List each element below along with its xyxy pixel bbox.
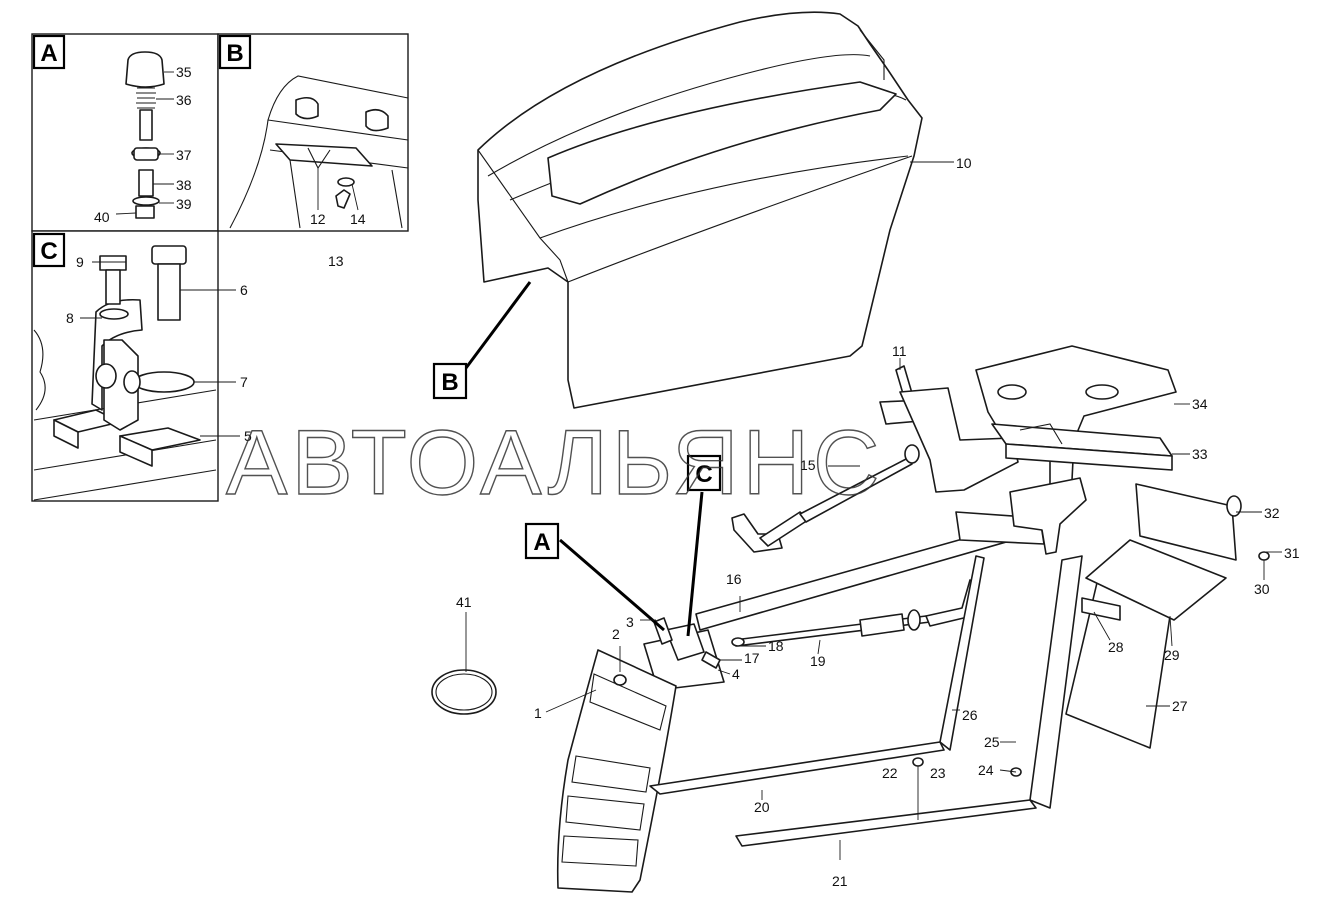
svg-text:A: A xyxy=(533,529,550,556)
inset-c-tag: C xyxy=(32,232,66,268)
cover-10 xyxy=(477,11,923,409)
watermark: АВТОАЛЬЯНС xyxy=(226,412,884,514)
plate-32-mount xyxy=(1135,483,1237,561)
label-22: 22 xyxy=(882,765,898,781)
label-8: 8 xyxy=(66,310,74,326)
svg-text:B: B xyxy=(226,40,243,67)
bolt-30-31 xyxy=(1258,551,1270,561)
hinge-bracket-5 xyxy=(103,339,139,431)
bolt-22-23 xyxy=(912,757,924,767)
label-20: 20 xyxy=(754,799,770,815)
buffer-stud-36 xyxy=(139,109,153,141)
rubber-buffer-35 xyxy=(125,51,165,88)
label-31: 31 xyxy=(1284,545,1300,561)
label-33: 33 xyxy=(1192,446,1208,462)
label-36: 36 xyxy=(176,92,192,108)
nut-40 xyxy=(135,205,155,219)
bolt-head-6 xyxy=(151,245,187,265)
washer-14 xyxy=(337,177,355,187)
spring-4 xyxy=(701,651,721,669)
label-26: 26 xyxy=(962,707,978,723)
label-24: 24 xyxy=(978,762,994,778)
label-17: 17 xyxy=(744,650,760,666)
washer-39 xyxy=(132,196,160,206)
label-2: 2 xyxy=(612,626,620,642)
label-19: 19 xyxy=(810,653,826,669)
inset-a-tag: A xyxy=(32,34,66,70)
inset-a-buffer-stack xyxy=(115,51,174,219)
bolt-shank-6 xyxy=(157,263,181,321)
label-27: 27 xyxy=(1172,698,1188,714)
frame-34-33 xyxy=(975,345,1177,487)
label-7: 7 xyxy=(240,374,248,390)
inset-b-tag: B xyxy=(218,34,252,70)
label-21: 21 xyxy=(832,873,848,889)
bolt-head-9 xyxy=(99,255,127,271)
label-10: 10 xyxy=(956,155,972,171)
svg-text:B: B xyxy=(441,369,458,396)
label-37: 37 xyxy=(176,147,192,163)
gas-strut-rod-15 xyxy=(799,457,913,523)
label-6: 6 xyxy=(240,282,248,298)
label-38: 38 xyxy=(176,177,192,193)
door-panel-1 xyxy=(556,649,677,893)
label-5: 5 xyxy=(244,428,252,444)
side-frames xyxy=(649,483,1270,847)
svg-text:C: C xyxy=(40,238,57,265)
lower-rail-20 xyxy=(649,741,945,795)
label-25: 25 xyxy=(984,734,1000,750)
upright-26 xyxy=(939,555,985,751)
svg-text:A: A xyxy=(40,40,57,67)
callout-c: C xyxy=(686,454,722,637)
nut-18 xyxy=(731,637,745,647)
label-40: 40 xyxy=(94,209,110,225)
leader-lines xyxy=(545,161,1282,860)
crossbar-16 xyxy=(695,477,1087,647)
label-4: 4 xyxy=(732,666,740,682)
label-30: 30 xyxy=(1254,581,1270,597)
bracket-28 xyxy=(1081,597,1121,621)
deflector-29 xyxy=(1085,539,1227,621)
gas-strut-body-15 xyxy=(759,511,809,547)
latch-plate-12 xyxy=(275,143,373,167)
washer-37 xyxy=(133,147,159,161)
label-23: 23 xyxy=(930,765,946,781)
label-3: 3 xyxy=(626,614,634,630)
label-35: 35 xyxy=(176,64,192,80)
part-number-labels: 35 36 37 38 39 40 12 14 13 9 6 8 7 5 10 … xyxy=(66,64,1300,889)
label-41: 41 xyxy=(456,594,472,610)
inset-c-hinge-bracket xyxy=(33,245,240,501)
knob-2 xyxy=(613,674,627,686)
label-12: 12 xyxy=(310,211,326,227)
label-15: 15 xyxy=(800,457,816,473)
hinge-and-strut xyxy=(731,365,1019,553)
inset-b-latch-detail xyxy=(229,75,409,229)
label-18: 18 xyxy=(768,638,784,654)
label-13: 13 xyxy=(328,253,344,269)
upright-25 xyxy=(1029,555,1083,809)
bolt-shank-9 xyxy=(105,269,121,305)
label-9: 9 xyxy=(76,254,84,270)
label-11: 11 xyxy=(892,343,907,359)
washer-8 xyxy=(99,308,129,320)
label-28: 28 xyxy=(1108,639,1124,655)
label-39: 39 xyxy=(176,196,192,212)
cover-top-recess xyxy=(547,81,897,205)
label-34: 34 xyxy=(1192,396,1208,412)
washer-7 xyxy=(133,371,195,393)
sleeve-38 xyxy=(138,169,154,197)
decal-41 xyxy=(431,612,497,715)
label-14: 14 xyxy=(350,211,366,227)
label-29: 29 xyxy=(1164,647,1180,663)
callout-a: A xyxy=(524,522,665,632)
grommet-32 xyxy=(1226,495,1242,517)
callout-b: B xyxy=(432,281,532,400)
bolt-13 xyxy=(335,189,351,209)
lower-rail-21 xyxy=(735,799,1037,847)
label-1: 1 xyxy=(534,705,542,721)
label-16: 16 xyxy=(726,571,742,587)
label-32: 32 xyxy=(1264,505,1280,521)
svg-text:C: C xyxy=(695,461,712,488)
